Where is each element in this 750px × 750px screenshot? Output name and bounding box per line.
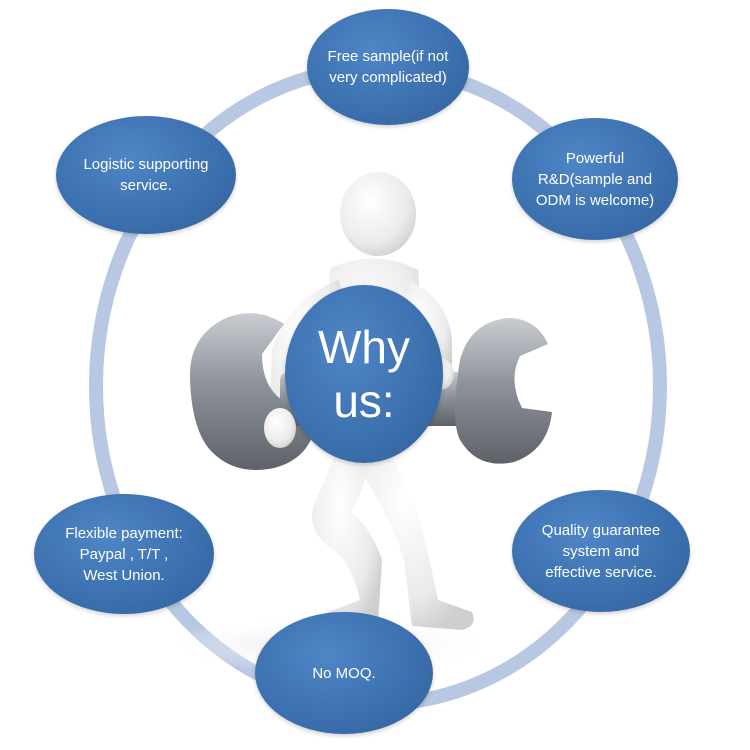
bubble-flexible-payment-label: Flexible payment: Paypal , T/T , West Un… [65,524,183,584]
bubble-free-sample-label: Free sample(if not very complicated) [327,48,449,86]
figure-left-leg [311,440,382,628]
bubble-logistic: Logistic supporting service. [56,116,236,234]
figure-head [340,172,416,256]
bubble-rnd: Powerful R&D(sample and ODM is welcome) [512,118,678,240]
bubble-no-moq-label: No MOQ. [312,664,376,682]
center-why-us: Why us: [285,285,443,463]
bubble-logistic-label: Logistic supporting service. [83,156,209,194]
bubble-free-sample: Free sample(if not very complicated) [307,9,469,125]
figure-right-leg [360,430,474,630]
center-why-us-label: Why us: [318,321,410,427]
bubble-no-moq: No MOQ. [255,612,433,734]
bubble-rnd-label: Powerful R&D(sample and ODM is welcome) [535,149,655,209]
bubble-quality: Quality guarantee system and effective s… [512,490,690,612]
bubble-flexible-payment: Flexible payment: Paypal , T/T , West Un… [34,494,214,614]
figure-left-hand [264,408,296,448]
bubble-quality-label: Quality guarantee system and effective s… [541,521,661,581]
